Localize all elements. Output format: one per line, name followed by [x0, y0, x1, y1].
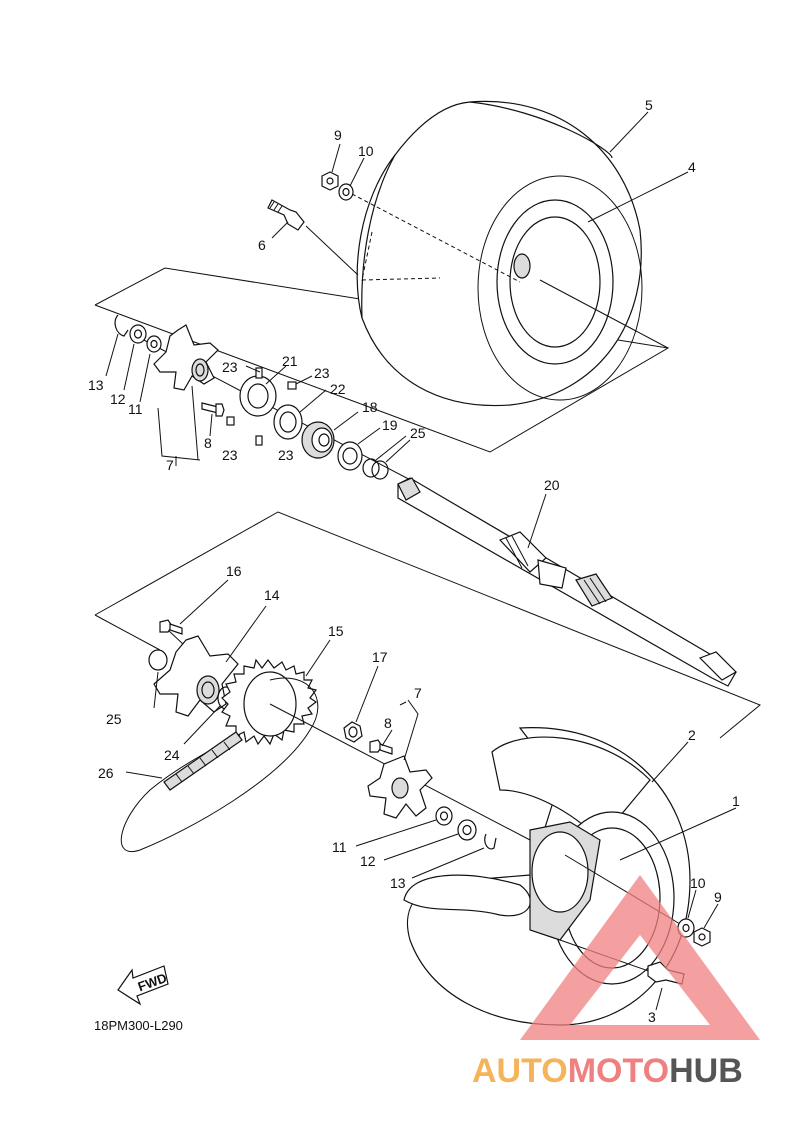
sprocket-nut — [343, 721, 363, 743]
part-label-24: 24 — [164, 747, 180, 763]
oil-seal-lower — [337, 441, 363, 471]
lower-wheel-washer — [677, 918, 695, 938]
part-label-23-d: 23 — [278, 447, 294, 463]
lower-wheel-rim — [529, 821, 601, 941]
hub-bolt-lower — [369, 739, 393, 755]
part-label-10-lower: 10 — [690, 875, 706, 891]
sprocket-bolt — [159, 619, 183, 635]
part-label-12-lower: 12 — [360, 853, 376, 869]
bearing-housing — [239, 367, 277, 446]
circlip-pair — [362, 458, 389, 480]
part-label-21: 21 — [282, 353, 298, 369]
watermark-triangle-icon — [520, 875, 760, 1040]
part-label-12: 12 — [110, 391, 126, 407]
part-label-7: 7 — [166, 457, 174, 473]
part-label-18: 18 — [362, 399, 378, 415]
part-label-2: 2 — [688, 727, 696, 743]
oil-seal-upper — [273, 404, 303, 440]
upper-wheel-washer — [338, 183, 354, 201]
upper-wheel-axis-line — [539, 279, 669, 349]
part-label-6: 6 — [258, 237, 266, 253]
part-label-13-lower: 13 — [390, 875, 406, 891]
watermark-part-moto: MOTO — [568, 1052, 669, 1090]
part-label-14: 14 — [264, 587, 280, 603]
part-label-8-lower: 8 — [384, 715, 392, 731]
sprocket-hub — [153, 635, 239, 717]
part-label-9: 9 — [334, 127, 342, 143]
part-label-22: 22 — [330, 381, 346, 397]
cotter-pin-upper — [114, 314, 129, 337]
upper-wheel-nut — [321, 171, 339, 191]
part-label-1: 1 — [732, 793, 740, 809]
part-label-23-c: 23 — [222, 447, 238, 463]
part-label-26: 26 — [98, 765, 114, 781]
part-label-19: 19 — [382, 417, 398, 433]
part-label-23-a: 23 — [222, 359, 238, 375]
cotter-pin-lower — [484, 833, 497, 850]
upper-nut-axis-line — [351, 193, 521, 283]
grease-nipple-left — [226, 416, 235, 426]
bearing-upper — [301, 421, 335, 459]
part-label-7-lower: 7 — [414, 685, 422, 701]
part-label-20: 20 — [544, 477, 560, 493]
grease-nipple-right — [287, 381, 297, 390]
part-label-25-a: 25 — [410, 425, 426, 441]
part-label-15: 15 — [328, 623, 344, 639]
part-label-25-b: 25 — [106, 711, 122, 727]
part-labels: 5 4 9 10 6 13 12 11 8 7 23 21 23 22 18 1… — [88, 97, 740, 1033]
diagram-code: 18PM300-L290 — [94, 1018, 183, 1033]
fwd-arrow-icon: FWD — [117, 965, 169, 1006]
rear-axle-shaft — [397, 477, 737, 687]
svg-text:AUTOMOTOHUB: AUTOMOTOHUB — [472, 1052, 743, 1090]
lower-wheel-hub — [367, 755, 433, 819]
watermark-part-auto: AUTO — [472, 1052, 568, 1090]
drive-chain — [120, 677, 319, 853]
castle-nut-lower — [457, 819, 477, 841]
hub-bolt-upper — [201, 402, 225, 417]
watermark-logo: AUTOMOTOHUB — [472, 875, 760, 1090]
upper-stud-axis-line-solid — [305, 225, 359, 276]
leader-lines — [105, 111, 737, 1011]
circlip-lower — [148, 649, 168, 671]
upper-wheel-stud — [267, 199, 305, 231]
part-label-16: 16 — [226, 563, 242, 579]
upper-stud-axis-line — [361, 231, 441, 281]
part-label-11-lower: 11 — [332, 839, 347, 855]
part-label-17: 17 — [372, 649, 388, 665]
part-label-11: 11 — [128, 401, 143, 417]
washer-upper-left — [146, 335, 162, 353]
part-label-4: 4 — [688, 159, 696, 175]
part-label-10: 10 — [358, 143, 374, 159]
upper-wheel-rim — [496, 199, 614, 365]
part-label-8: 8 — [204, 435, 212, 451]
watermark-part-hub: HUB — [669, 1052, 743, 1090]
part-label-3: 3 — [648, 1009, 656, 1025]
part-label-9-lower: 9 — [714, 889, 722, 905]
lower-wheel-nut — [693, 927, 711, 947]
part-label-5: 5 — [645, 97, 653, 113]
lower-assembly-panel — [94, 511, 761, 739]
upper-wheel-hub — [153, 324, 219, 391]
castle-nut-upper — [129, 324, 147, 344]
part-label-23-b: 23 — [314, 365, 330, 381]
part-label-13: 13 — [88, 377, 104, 393]
washer-lower — [435, 806, 453, 826]
